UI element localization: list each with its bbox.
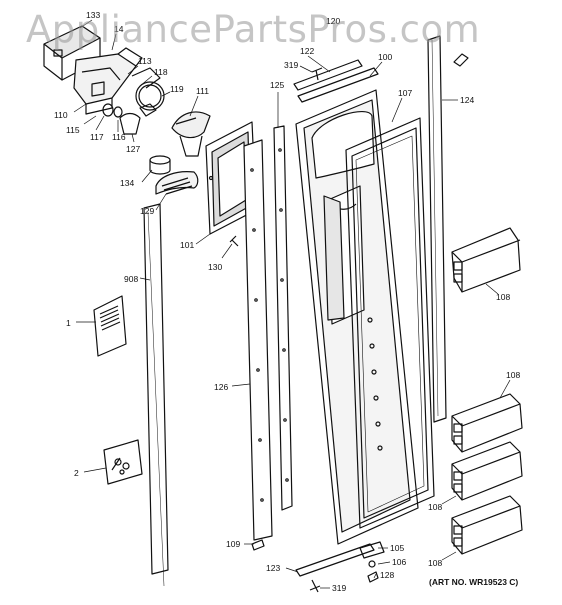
- callout-106: 106: [392, 557, 406, 567]
- callout-100: 100: [378, 52, 392, 62]
- screw-part-109: [251, 539, 265, 551]
- trim-strip-part: [243, 139, 273, 541]
- screw-part-319-bottom: [309, 579, 321, 593]
- callout-1: 1: [66, 318, 71, 328]
- screw-part-319-top: [311, 67, 323, 81]
- callout-109: 109: [226, 539, 240, 549]
- callout-14: 14: [114, 24, 124, 34]
- callout-108-bottom: 108: [428, 558, 442, 568]
- callout-123: 123: [266, 563, 280, 573]
- door-bin-middle-lower: [451, 441, 523, 501]
- callout-119: 119: [170, 84, 184, 94]
- callout-118: 118: [154, 67, 168, 77]
- right-trim-part: [427, 35, 447, 423]
- top-bracket-part: [293, 59, 363, 91]
- door-bin-middle-upper: [451, 393, 523, 453]
- art-number-label: (ART NO. WR19523 C): [429, 577, 519, 587]
- callout-127: 127: [126, 144, 140, 154]
- callout-105: 105: [390, 543, 404, 553]
- dispenser-frame-part: [205, 121, 257, 235]
- callout-117: 117: [90, 132, 104, 142]
- callout-128: 128: [380, 570, 394, 580]
- dispenser-module-part: [43, 25, 165, 135]
- manual-booklet-part: [93, 295, 127, 357]
- callout-108-lower: 108: [428, 502, 442, 512]
- callout-134: 134: [120, 178, 134, 188]
- callout-124: 124: [460, 95, 474, 105]
- washer-part: [368, 560, 376, 568]
- drip-tray-part: [155, 171, 199, 195]
- bottom-bracket-part: [295, 543, 375, 577]
- callout-122: 122: [300, 46, 314, 56]
- clip-part: [453, 53, 469, 67]
- screw-part-130: [229, 235, 239, 247]
- top-cap-part: [297, 67, 379, 103]
- callout-108-top: 108: [496, 292, 510, 302]
- callout-126: 126: [214, 382, 228, 392]
- cylinder-part: [149, 155, 171, 175]
- door-gasket-part: [345, 117, 435, 529]
- callout-130: 130: [208, 262, 222, 272]
- callout-110: 110: [54, 110, 68, 120]
- gasket-strip-part: [143, 203, 169, 587]
- callout-133: 133: [86, 10, 100, 20]
- callout-113: 113: [138, 56, 152, 66]
- door-bin-top: [451, 227, 521, 293]
- callout-908: 908: [124, 274, 138, 284]
- callout-319-top: 319: [284, 60, 298, 70]
- callout-111: 111: [196, 86, 209, 96]
- callout-125: 125: [270, 80, 284, 90]
- callout-116: 116: [112, 132, 126, 142]
- callout-319-bottom: 319: [332, 583, 346, 593]
- bottom-hinge-part: [359, 541, 385, 559]
- callout-108-upper: 108: [506, 370, 520, 380]
- callout-101: 101: [180, 240, 194, 250]
- leader-lines: [73, 19, 511, 589]
- hardware-bag-part: [103, 439, 143, 485]
- narrow-trim-part: [273, 125, 293, 511]
- callout-115: 115: [66, 125, 80, 135]
- callout-120: 120: [326, 16, 340, 26]
- callout-labels: 133 14 113 118 119 110 115 117 116 127 1…: [54, 10, 520, 593]
- funnel-part: [171, 111, 211, 157]
- callout-2: 2: [74, 468, 79, 478]
- callout-129: 129: [140, 206, 154, 216]
- door-bin-bottom: [451, 495, 523, 555]
- callout-107: 107: [398, 88, 412, 98]
- nut-part: [367, 571, 379, 583]
